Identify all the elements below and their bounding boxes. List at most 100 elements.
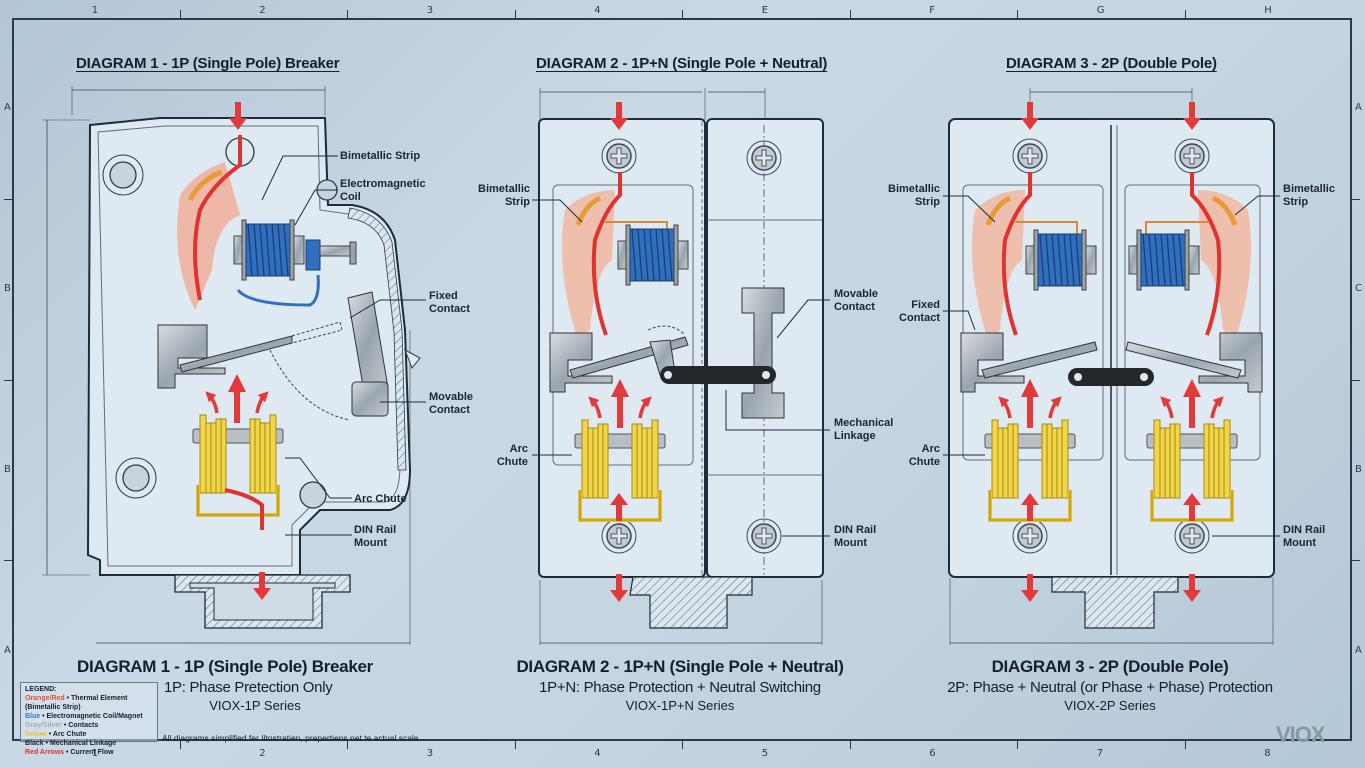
callout-movable-contact: Movable Contact	[429, 391, 474, 416]
diagram-2-caption-subtitle: 1P+N: Phase Protection + Neutral Switchi…	[539, 679, 821, 696]
zone-tick	[1017, 741, 1018, 749]
electromagnetic-coil	[233, 219, 305, 281]
zone-tick	[179, 741, 181, 749]
zone-tick	[347, 10, 348, 18]
terminal-screw	[1174, 518, 1210, 554]
callout-bimetallic-strip: Bimetallic Strip	[478, 183, 530, 208]
callout-arc-chute: Arc Chute	[908, 443, 940, 468]
zone-label: C	[1355, 283, 1362, 295]
callout-movable-contact: Movable Contact	[834, 288, 879, 313]
zone-label: E	[761, 5, 769, 16]
zone-label: 2	[259, 748, 266, 759]
callout-electromagnetic-coil: Electromagnetic Coil	[340, 178, 426, 203]
zone-label: H	[1264, 5, 1272, 16]
zone-label: A	[1355, 102, 1362, 114]
callout-din-rail-mount: DIN Rail Mount	[354, 524, 397, 549]
legend-item: Blue • Electromagnetic Coil/Magnet	[25, 713, 143, 720]
zone-label: G	[1096, 5, 1105, 16]
zone-label: A	[4, 102, 11, 114]
zone-tick	[514, 10, 516, 18]
diagram-2-1p-n-breaker	[532, 88, 830, 645]
zone-label: 7	[1096, 748, 1104, 759]
movable-contact	[741, 287, 785, 419]
zone-label: 6	[929, 748, 936, 759]
legend-item: Yellow • Arc Chute	[25, 731, 87, 738]
zone-label: 4	[594, 748, 601, 759]
callout-fixed-contact: Fixed Contact	[429, 290, 470, 315]
zone-tick	[179, 10, 181, 18]
zone-label: 3	[426, 748, 434, 759]
zone-label: 1	[91, 748, 99, 759]
diagram-3-caption-title: DIAGRAM 3 - 2P (Double Pole)	[991, 657, 1229, 676]
legend-text: Electromagnetic Coil/Magnet	[46, 713, 143, 720]
legend-title: LEGEND:	[25, 686, 57, 693]
bimetallic-strip	[591, 172, 622, 336]
legend-text: Arc Chute	[52, 731, 87, 738]
diagram-1-caption-title: DIAGRAM 1 - 1P (Single Pole) Breaker	[77, 657, 373, 676]
zone-tick	[347, 741, 348, 749]
callout-bimetallic-strip: Bimetallic Strip	[340, 150, 421, 162]
bimetallic-strip	[193, 163, 242, 301]
current-out-arrow	[610, 574, 628, 602]
terminal-screw	[1174, 138, 1210, 174]
diagram-1-caption-subtitle: 1P: Phase Pretection Only	[164, 679, 333, 696]
legend-swatch: Black	[25, 740, 44, 747]
zone-tick	[1184, 741, 1186, 749]
callout-bimetallic-strip-right: Bimetallic Strip	[1283, 183, 1335, 208]
zone-label: 4	[594, 5, 601, 16]
terminal-screw	[601, 138, 637, 174]
drawing-frame	[12, 18, 1352, 741]
legend-item: Gray/Silver • Contacts	[25, 722, 99, 729]
terminal-screw	[1012, 518, 1048, 554]
current-out-arrow	[1183, 574, 1201, 602]
zone-tick	[1184, 10, 1186, 18]
terminal-screw	[746, 140, 782, 176]
diagram-1-heading: DIAGRAM 1 - 1P (Single Pole) Breaker	[76, 55, 340, 72]
zone-label: B	[1355, 463, 1362, 475]
callout-arc-chute: Arc Chute	[354, 493, 407, 505]
diagram-3-caption-subtitle: 2P: Phase + Neutral (or Phase + Phase) P…	[947, 679, 1273, 696]
legend-swatch: Gray/Silver	[25, 722, 62, 729]
diagram-2-caption-title: DIAGRAM 2 - 1P+N (Single Pole + Neutral)	[516, 657, 844, 676]
terminal-screw	[601, 518, 637, 554]
zone-label: 2	[259, 5, 266, 16]
zone-label: A	[4, 644, 11, 656]
electromagnetic-coil-right	[1128, 229, 1200, 291]
zone-label: F	[929, 5, 936, 16]
zone-tick	[849, 10, 851, 18]
zone-tick	[4, 379, 12, 381]
diagram-3-heading: DIAGRAM 3 - 2P (Double Pole)	[1006, 55, 1217, 72]
zone-label: B	[4, 463, 11, 475]
zone-tick	[1017, 10, 1018, 18]
callout-din-rail-mount: DIN Rail Mount	[1283, 524, 1326, 549]
legend-item: Red Arrows • Current Flow	[25, 749, 114, 756]
fixed-contact	[157, 324, 226, 389]
legend-swatch: Red Arrows	[25, 749, 65, 756]
legend-item: Black • Mechanical Linkage	[25, 740, 117, 747]
zone-tick	[514, 741, 516, 749]
diagram-3-series: VIOX-2P Series	[1064, 698, 1156, 713]
fixed-contact-left	[960, 332, 1025, 393]
terminal-screw	[1012, 138, 1048, 174]
bimetallic-strip-left	[1001, 172, 1032, 336]
zone-tick	[4, 198, 12, 200]
callout-mechanical-linkage: Mechanical Linkage	[834, 417, 894, 442]
legend-swatch: Yellow	[25, 731, 47, 738]
callout-arc-chute: Arc Chute	[496, 443, 528, 468]
callout-bimetallic-strip-left: Bimetallic Strip	[888, 183, 940, 208]
legend-swatch: Orange/Red	[25, 695, 65, 702]
legend-text: Contacts	[68, 722, 99, 729]
mechanical-linkage	[1068, 368, 1154, 386]
legend-text: Mechanical Linkage	[50, 740, 117, 747]
legend-text: Thermal Element (Bimetallic Strip)	[25, 695, 128, 711]
diagram-1-series: VIOX-1P Series	[209, 698, 301, 713]
mechanical-linkage	[660, 366, 776, 384]
zone-label: 3	[426, 5, 434, 16]
footnote: All diagrams simplified fer Iltostratien…	[162, 733, 419, 743]
zone-label: B	[4, 283, 11, 295]
viox-logo: VIOX	[1276, 722, 1326, 747]
zone-tick	[849, 741, 851, 749]
fixed-contact	[549, 332, 613, 393]
zone-tick	[682, 10, 683, 18]
